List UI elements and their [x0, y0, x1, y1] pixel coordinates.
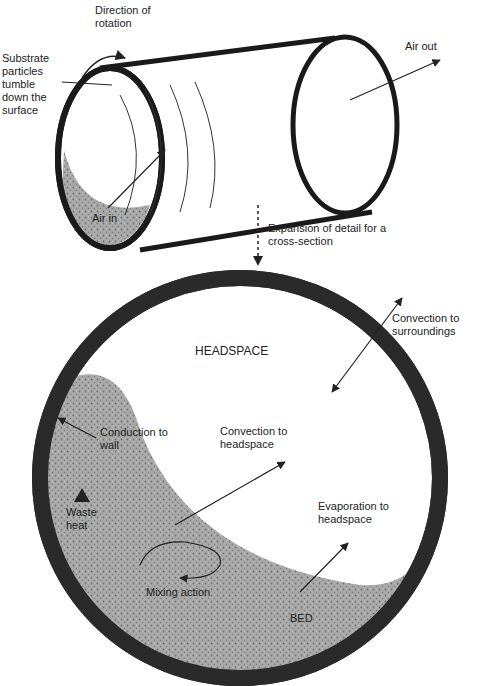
label-text: Mixing action	[146, 586, 216, 599]
label-text: Air out	[405, 40, 475, 53]
label-text: Substrate particles tumble down the surf…	[2, 52, 64, 117]
label-text: Evaporation to headspace	[318, 500, 413, 526]
label-text: Direction of rotation	[95, 4, 185, 30]
label-text: Convection to headspace	[220, 425, 320, 451]
label-text: Convection to surroundings	[392, 312, 478, 338]
label-text: BED	[290, 612, 330, 625]
label-text: HEADSPACE	[195, 345, 295, 358]
label-text: Expansion of detail for a cross-section	[268, 222, 388, 248]
label-text: Conduction to wall	[100, 426, 170, 452]
label-text: Waste heat	[66, 506, 116, 532]
label-text: Air in	[92, 212, 142, 225]
